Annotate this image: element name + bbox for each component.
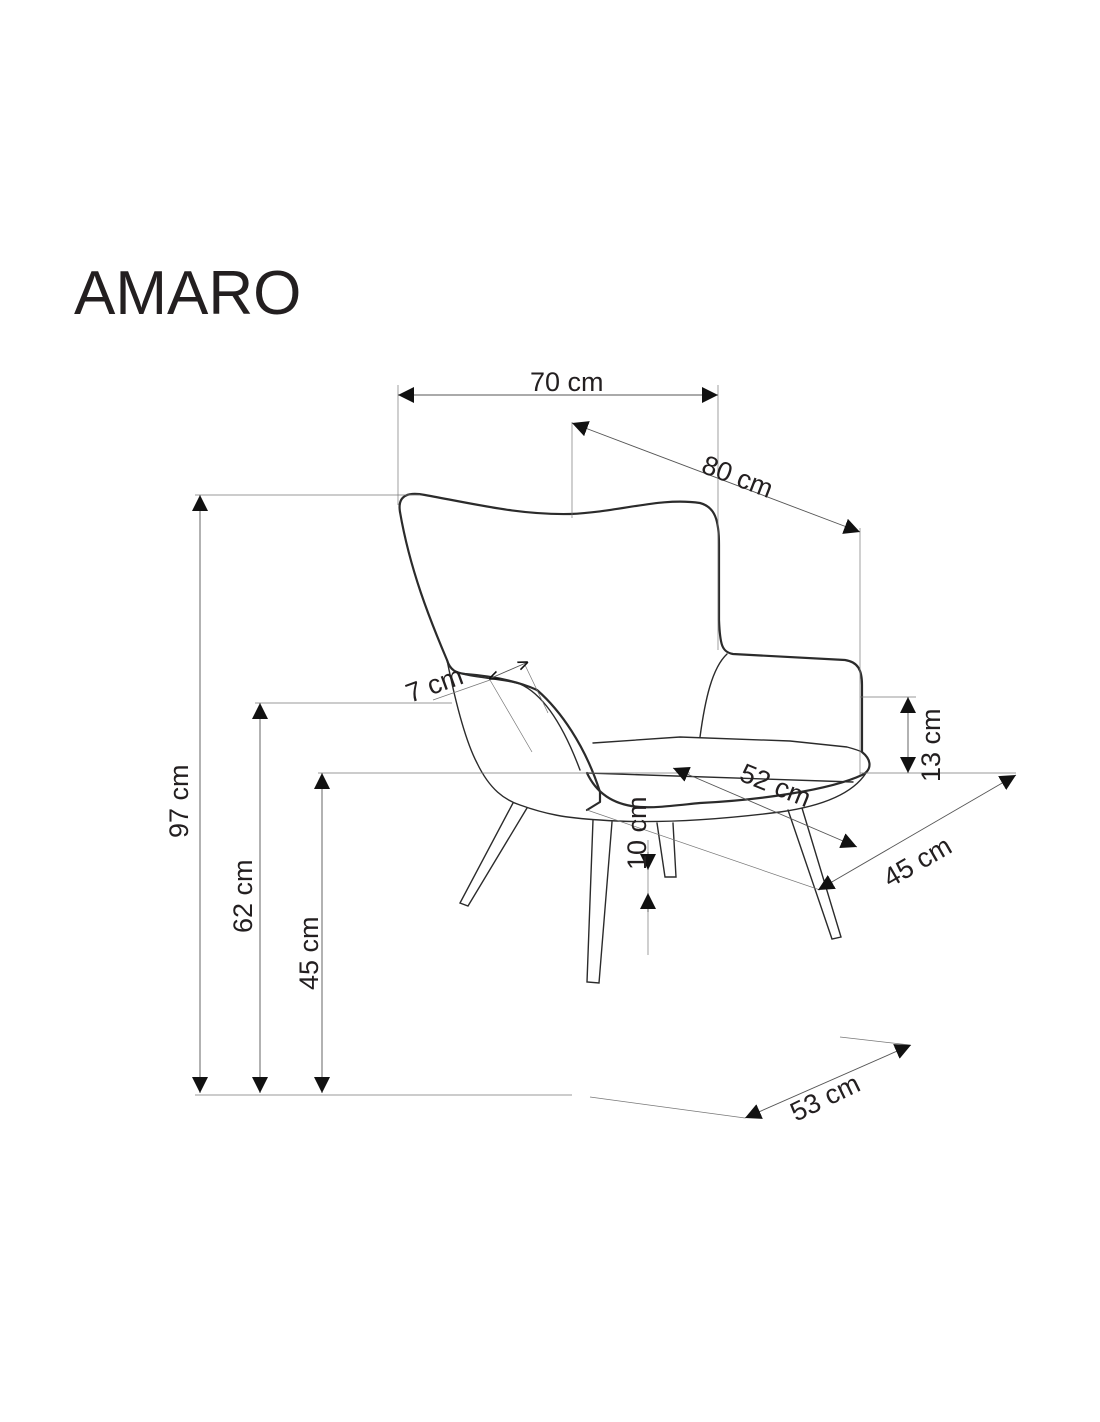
seat-width-dimension-line [672,766,858,849]
depth-dimension-line [571,421,861,534]
armrest-width-dimension-line [489,662,528,679]
seat-height-label: 45 cm [294,916,324,990]
leg-spread-label: 53 cm [785,1068,864,1127]
leg-spread-dimension-line [744,1044,912,1119]
dimension-labels: 70 cm 80 cm 97 cm 62 cm 45 cm 13 cm 45 c… [164,367,957,1127]
seat-depth-dimension-line [817,774,1017,891]
product-title: AMARO [74,259,302,328]
seat-depth-label: 45 cm [878,830,957,893]
seat-width-label: 52 cm [736,758,815,813]
depth-label: 80 cm [698,450,777,504]
armrest-height-label: 62 cm [228,859,258,933]
total-height-label: 97 cm [164,764,194,838]
extension-lines [195,385,1016,1119]
chair-outline [398,492,871,984]
armrest-width-label: 7 cm [402,660,467,708]
seat-thickness-label: 10 cm [622,796,652,870]
armrest-above-seat-label: 13 cm [916,708,946,782]
dimension-lines [192,387,1017,1119]
width-label: 70 cm [530,367,604,397]
